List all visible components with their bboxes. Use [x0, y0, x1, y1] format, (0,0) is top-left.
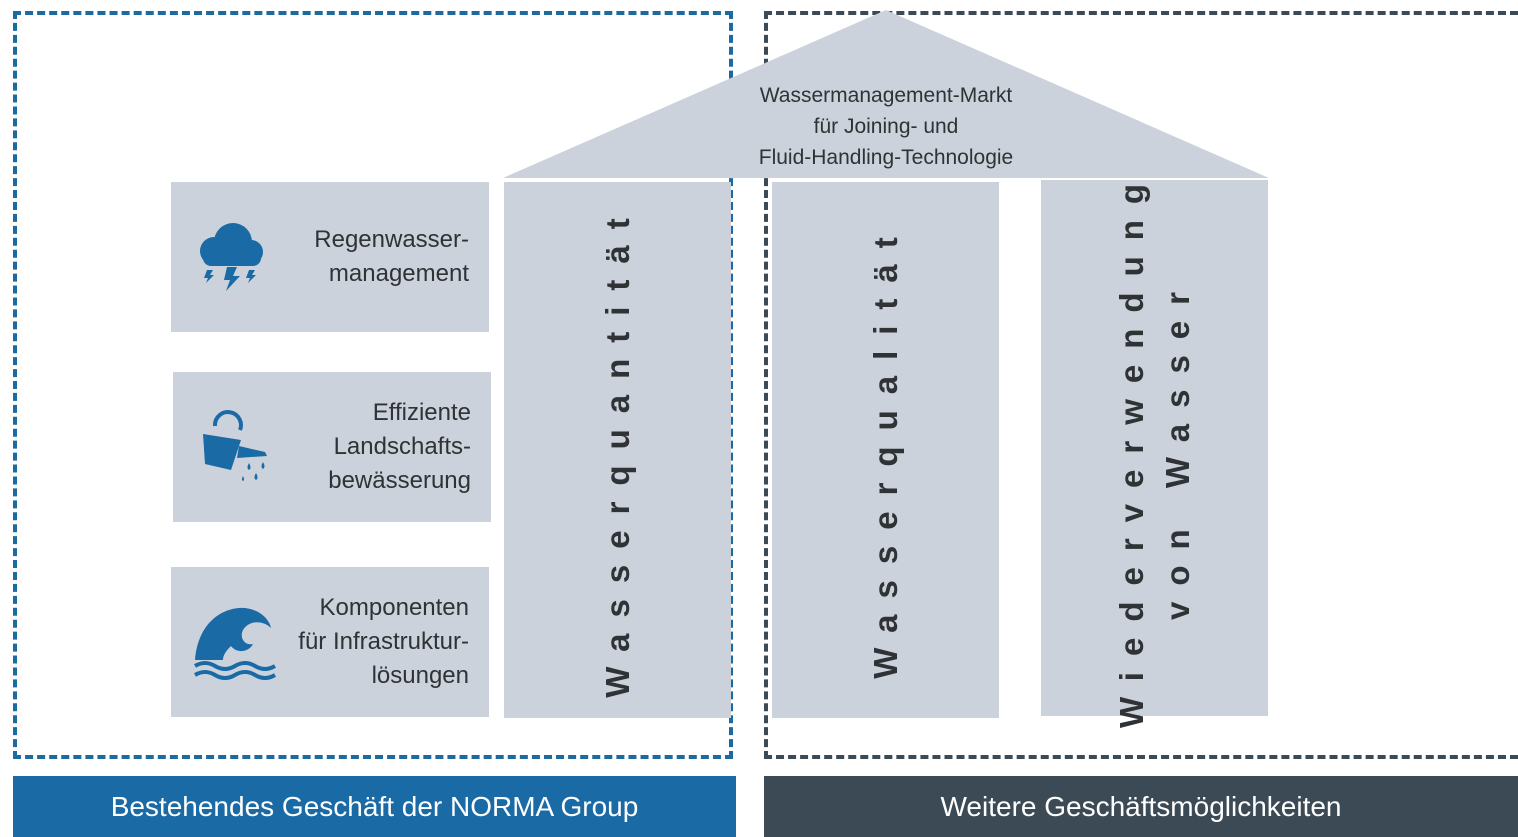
side-box-stormwater: Regenwasser- management: [171, 182, 489, 332]
pillar-water-quantity-label: Wasserquantität: [598, 202, 636, 698]
roof-label: Wassermanagement-Markt für Joining- und …: [700, 80, 1072, 173]
banner-further-opportunities-label: Weitere Geschäftsmöglichkeiten: [940, 790, 1342, 822]
storm-cloud-icon: [193, 219, 267, 296]
roof-label-line-3: Fluid-Handling-Technologie: [758, 146, 1014, 169]
roof-triangle: [503, 10, 1269, 178]
pillar-water-quality-label: Wasserqualität: [866, 221, 904, 679]
side-box-stormwater-label: Regenwasser- management: [314, 226, 469, 287]
side-box-irrigation: Effiziente Landschafts- bewässerung: [173, 372, 491, 522]
pillar-water-reuse: Wiederverwendung von Wasser: [1041, 168, 1268, 728]
wave-icon: [193, 600, 279, 685]
banner-further-opportunities: Weitere Geschäftsmöglichkeiten: [764, 776, 1518, 837]
banner-existing-business: Bestehendes Geschäft der NORMA Group: [13, 776, 736, 837]
side-box-infrastructure: Komponenten für Infrastruktur- lösungen: [171, 567, 489, 717]
pillar-water-reuse-line-2: von Wasser: [1158, 276, 1196, 621]
roof-label-line-2: für Joining- und: [813, 115, 959, 138]
roof-label-line-1: Wassermanagement-Markt: [759, 84, 1013, 107]
pillar-water-reuse-line-1: Wiederverwendung: [1112, 167, 1150, 729]
side-box-irrigation-label: Effiziente Landschafts- bewässerung: [328, 399, 471, 494]
watering-can-icon: [195, 406, 277, 489]
existing-business-region: [13, 11, 733, 759]
banner-existing-business-label: Bestehendes Geschäft der NORMA Group: [110, 790, 639, 822]
side-box-infrastructure-label: Komponenten für Infrastruktur- lösungen: [298, 594, 469, 689]
further-opportunities-region: [764, 11, 1518, 759]
pillar-water-reuse-label: Wiederverwendung von Wasser: [1109, 168, 1201, 728]
pillar-water-quantity: Wasserquantität: [504, 182, 731, 718]
pillar-water-quality: Wasserqualität: [772, 182, 999, 718]
